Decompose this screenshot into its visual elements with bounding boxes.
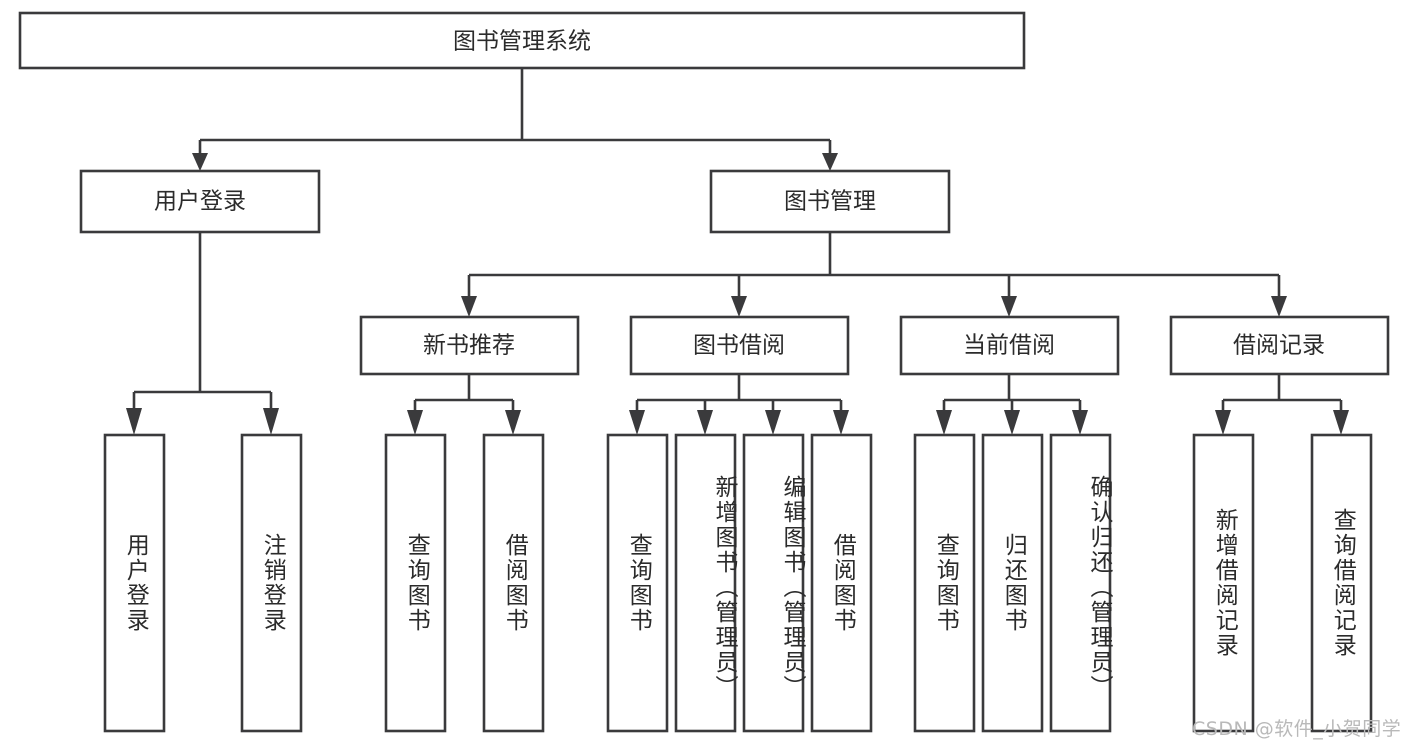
- arrow-head-leaf-query-book-3: [936, 410, 952, 435]
- node-new-book-rec-label: 新书推荐: [423, 333, 515, 359]
- arrow-head-leaf-borrow-book-2: [833, 410, 849, 435]
- arrow-head-current-borrow: [1001, 296, 1017, 317]
- node-book-manage-label: 图书管理: [784, 189, 876, 215]
- node-leaf-query-book-3[interactable]: [913, 433, 976, 733]
- node-leaf-query-book-2[interactable]: [606, 433, 669, 733]
- node-new-book-rec[interactable]: [359, 315, 580, 376]
- arrow-head-leaf-edit-book: [765, 410, 781, 435]
- arrow-head-new-book-rec: [461, 296, 477, 317]
- arrow-head-leaf-query-book-2: [629, 410, 645, 435]
- node-leaf-add-record[interactable]: [1192, 433, 1255, 733]
- node-leaf-return-book[interactable]: [981, 433, 1044, 733]
- node-borrow-record[interactable]: [1169, 315, 1390, 376]
- arrow-head-leaf-return-book: [1004, 410, 1020, 435]
- node-root[interactable]: [18, 11, 1026, 70]
- node-leaf-query-record[interactable]: [1310, 433, 1373, 733]
- arrow-head-leaf-add-record: [1215, 410, 1231, 435]
- arrow-head-leaf-borrow-book-1: [505, 410, 521, 435]
- node-leaf-add-book[interactable]: [674, 433, 737, 733]
- node-layer: 图书管理系统 用户登录 图书管理 新书推荐 图书借阅 当前借阅 借阅记录: [18, 11, 1390, 733]
- arrow-head-leaf-query-book-1: [407, 410, 423, 435]
- arrow-head-book-borrow: [731, 296, 747, 317]
- node-book-borrow-label: 图书借阅: [693, 333, 785, 359]
- node-leaf-edit-book[interactable]: [742, 433, 805, 733]
- arrow-head-leaf-query-record: [1333, 410, 1349, 435]
- node-leaf-borrow-book-1[interactable]: [482, 433, 545, 733]
- node-current-borrow-label: 当前借阅: [963, 333, 1055, 359]
- node-leaf-borrow-book-2[interactable]: [810, 433, 873, 733]
- node-leaf-query-book-1[interactable]: [384, 433, 447, 733]
- node-leaf-confirm-return[interactable]: [1049, 433, 1112, 733]
- csdn-watermark: CSDN @软件_小贺同学: [1192, 718, 1402, 740]
- node-leaf-user-login[interactable]: [103, 433, 166, 733]
- arrow-head-leaf-add-book: [697, 410, 713, 435]
- arrow-head-leaf-logout: [263, 408, 279, 435]
- node-leaf-logout[interactable]: [240, 433, 303, 733]
- arrow-head-book-manage: [822, 153, 838, 171]
- connector-layer: [126, 68, 1349, 435]
- node-book-manage[interactable]: [709, 169, 951, 234]
- node-book-borrow[interactable]: [629, 315, 850, 376]
- arrow-head-leaf-user-login: [126, 408, 142, 435]
- node-user-login[interactable]: [79, 169, 321, 234]
- arrow-head-user-login: [192, 153, 208, 171]
- node-borrow-record-label: 借阅记录: [1233, 333, 1325, 359]
- arrow-head-leaf-confirm-return: [1072, 410, 1088, 435]
- node-user-login-label: 用户登录: [154, 189, 246, 215]
- node-current-borrow[interactable]: [899, 315, 1120, 376]
- node-root-label: 图书管理系统: [453, 29, 591, 55]
- arrow-head-borrow-record: [1271, 296, 1287, 317]
